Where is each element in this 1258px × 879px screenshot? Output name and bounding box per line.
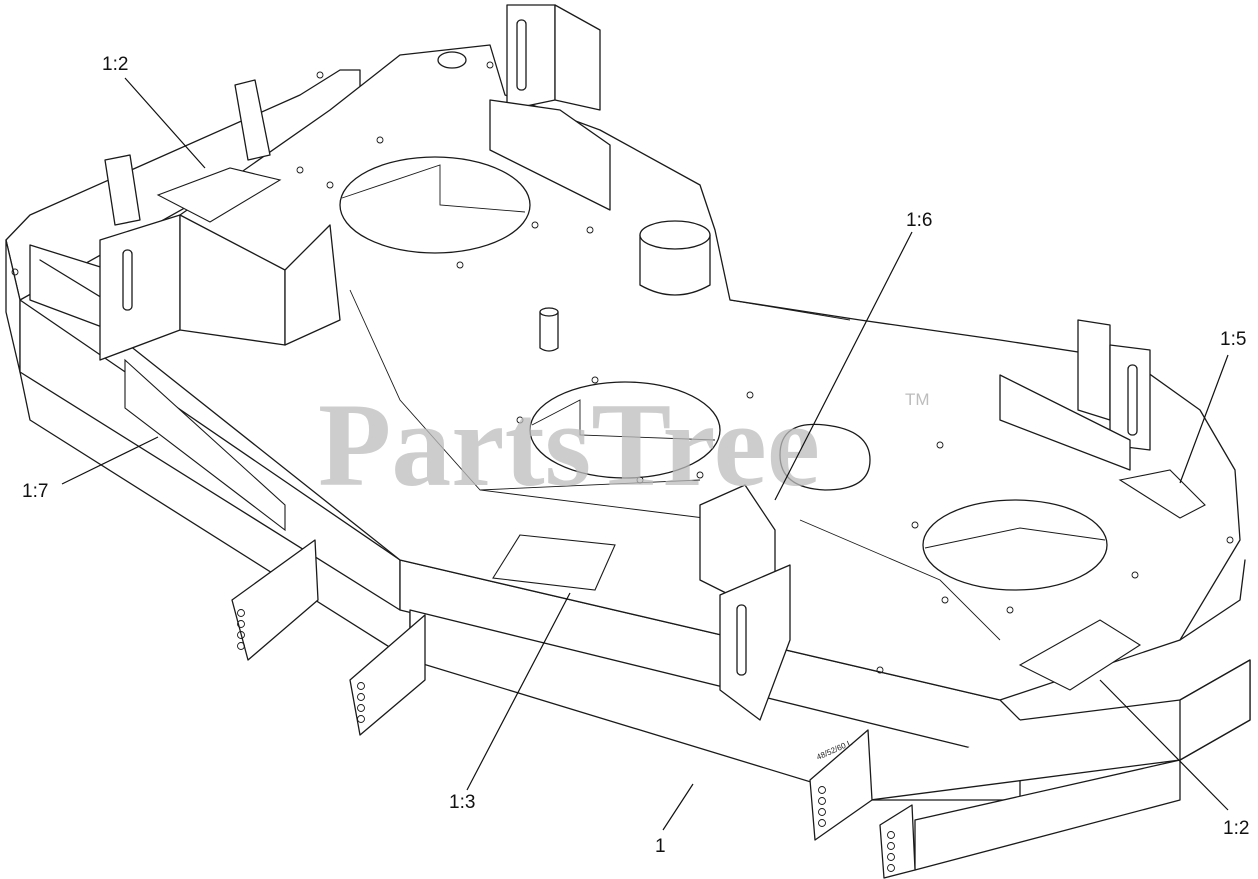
blade-opening-center [529,381,721,479]
leader-lines [61,77,1229,831]
deck-holes [11,61,1234,674]
leader-1-2-bottom [1099,679,1229,811]
blade-openings [339,156,1108,591]
callout-1-2-bottom: 1:2 [1223,818,1249,839]
leader-1-5 [1179,354,1229,484]
callout-1-2-top: 1:2 [102,54,128,75]
callout-1-5: 1:5 [1220,329,1246,350]
height-plate-left [231,539,319,661]
blade-opening-right [922,499,1108,591]
mount-brackets [99,4,1151,879]
decal-top-left [156,167,282,223]
callout-1-7: 1:7 [22,481,48,502]
leader-1 [662,783,694,831]
leader-1-6 [774,231,913,501]
leader-1-2-top [124,77,206,169]
leader-1-3 [466,592,571,791]
adjust-holes [237,609,895,872]
leader-1-7 [61,436,159,485]
callout-1-6: 1:6 [906,210,932,231]
watermark-text: PartsTree [318,378,820,511]
decal-front-right [1018,619,1142,691]
watermark: PartsTree TM [318,378,930,511]
height-plate-center [349,614,426,736]
spindle-hubs [437,51,871,491]
watermark-trademark: TM [905,390,930,409]
decal-center-front [492,534,616,591]
height-plate-right [879,804,916,879]
decals [124,167,1206,691]
decal-side [124,358,286,532]
callout-labels: 1:2 1:6 1:5 1:7 1:3 1 1:2 [22,54,1249,857]
decal-right [1118,469,1206,519]
callout-1-3: 1:3 [449,792,475,813]
callout-1: 1 [655,836,666,857]
blade-opening-rear [339,156,531,254]
